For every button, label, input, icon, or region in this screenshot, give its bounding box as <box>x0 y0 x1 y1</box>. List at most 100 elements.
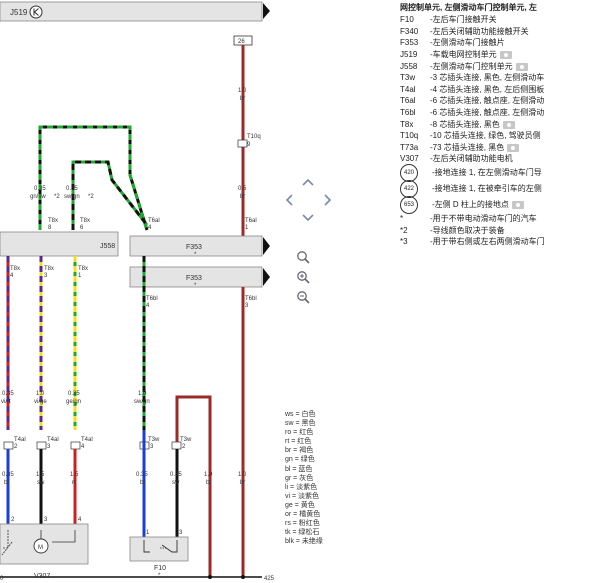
component-desc: -左后关闭辅助功能接触开关 <box>430 26 602 37</box>
component-row[interactable]: V307 -左后关闭辅助功能电机 <box>400 153 602 165</box>
component-row[interactable]: T6al-6 芯插头连接, 触点座, 左侧滑动 <box>400 95 602 107</box>
wire-color-label: bl <box>4 480 9 486</box>
ground-desc-text: -接地连接 1, 在被牵引车的左侧 <box>432 184 542 194</box>
component-row[interactable]: T3w -3 芯插头连接, 黑色, 左侧滑动车 <box>400 72 602 84</box>
connector-label: T6al <box>148 218 160 224</box>
zoom-toolbar <box>296 250 316 310</box>
legend-row: bl = 蓝色 <box>285 465 313 473</box>
right-end-label: 425 <box>264 576 275 582</box>
fuse-label: 26 <box>238 39 245 45</box>
camera-icon[interactable] <box>507 143 520 152</box>
wire-color-label: vi/rt <box>1 399 11 405</box>
note-row: *2-导线颜色取决于装备 <box>400 224 602 236</box>
note-row: *3-用于带右侧或左右两侧滑动车门 <box>400 236 602 248</box>
connector-pin: 3 <box>47 444 51 450</box>
camera-icon[interactable] <box>515 62 528 71</box>
motor-icon: M <box>1 530 76 556</box>
page-right-arrow-icon <box>263 3 270 19</box>
legend-row: or = 橘黄色 <box>285 511 321 519</box>
component-row[interactable]: T8x-8 芯插头连接, 黑色 <box>400 118 602 130</box>
component-code: J519 <box>400 50 418 60</box>
wire-color-label: sw <box>172 480 180 486</box>
component-desc: -3 芯插头连接, 黑色, 左侧滑动车 <box>430 72 602 83</box>
k-circle-icon <box>29 5 43 19</box>
f353-bottom-label: F353 <box>186 275 202 282</box>
camera-icon[interactable] <box>502 120 515 129</box>
connector-pin: 8 <box>48 225 52 231</box>
note-code: * <box>400 214 404 224</box>
camera-icon[interactable] <box>511 201 524 210</box>
pan-right-button[interactable] <box>321 193 335 207</box>
zoom-in-button[interactable] <box>296 270 310 284</box>
component-desc-text: -左侧滑动车门控制单元 <box>430 61 513 71</box>
component-row[interactable]: J558-左侧滑动车门控制单元 <box>400 60 602 72</box>
component-row[interactable]: F10-左后车门接触开关 <box>400 14 602 26</box>
component-row[interactable]: F353-左侧滑动车门接触片 <box>400 37 602 49</box>
component-desc-text: -6 芯插头连接, 触点座, 左侧滑动 <box>430 96 545 106</box>
f10-box <box>129 536 189 562</box>
legend-row: rs = 粉红色 <box>285 520 320 528</box>
pan-left-button[interactable] <box>282 193 296 207</box>
connector-pin: 3 <box>44 517 48 523</box>
wire-size-label: 1.0 <box>138 391 147 397</box>
connector-pin: 3 <box>44 273 48 279</box>
zoom-in-icon <box>297 271 310 284</box>
connector-pin: 2 <box>14 444 18 450</box>
pan-up-button[interactable] <box>301 175 315 189</box>
bottom-left-label: 0 <box>0 576 4 582</box>
black-green-wire <box>71 160 149 230</box>
connector-pin: 1 <box>78 273 82 279</box>
ground-desc: -接地连接 1, 在左侧滑动车门导 <box>432 167 602 178</box>
component-desc: -左后车门接触开关 <box>430 14 602 25</box>
page-right-arrow-icon <box>263 237 270 255</box>
note-row: * -用于不带电动滑动车门的汽车 <box>400 213 602 225</box>
ground-row[interactable]: 420-接地连接 1, 在左侧滑动车门导 <box>400 163 602 182</box>
component-desc: -6 芯插头连接, 触点座, 左侧滑动 <box>430 95 602 106</box>
component-row[interactable]: T10q-10 芯插头连接, 绿色, 驾驶员侧 <box>400 130 602 142</box>
v307-label: V307 <box>34 573 50 580</box>
component-code: T6bl <box>400 108 416 118</box>
ground-row[interactable]: 653-左侧 D 柱上的接地点 <box>400 195 602 214</box>
zoom-reset-button[interactable] <box>296 250 310 264</box>
connector-label: T6al <box>245 218 257 224</box>
connector-pin: 2 <box>182 444 186 450</box>
chevron-left-icon <box>285 194 293 206</box>
note-code: *2 <box>400 225 408 235</box>
component-desc: -10 芯插头连接, 绿色, 驾驶员侧 <box>430 130 602 141</box>
connector-label: T8x <box>78 266 88 272</box>
component-desc-text: -3 芯插头连接, 黑色, 左侧滑动车 <box>430 73 545 83</box>
wire-size-label: 0.5 <box>238 186 247 192</box>
component-row[interactable]: F340-左后关闭辅助功能接触开关 <box>400 26 602 38</box>
component-code: T8x <box>400 119 414 129</box>
component-row[interactable]: T6bl-6 芯插头连接, 触点座, 左侧滑动 <box>400 107 602 119</box>
legend-row: ge = 黄色 <box>285 501 315 509</box>
component-code: T3w <box>400 73 416 83</box>
box-note: * <box>194 283 197 289</box>
wire-color-label: vi/ge <box>34 399 47 405</box>
zoom-out-button[interactable] <box>296 290 310 304</box>
wire-size-label: 1.5 <box>36 472 45 478</box>
component-row[interactable]: T73a-73 芯插头连接, 黑色 <box>400 142 602 154</box>
ground-row[interactable]: 422-接地连接 1, 在被牵引车的左侧 <box>400 179 602 198</box>
legend-row: li = 淡紫色 <box>285 483 318 491</box>
connector-pin: 3 <box>150 444 154 450</box>
note-desc: -用于不带电动滑动车门的汽车 <box>430 214 537 224</box>
component-row[interactable]: J519-车载电网控制单元 <box>400 49 602 61</box>
wire-size-label: 1.5 <box>70 472 79 478</box>
component-code: V307 <box>400 154 419 164</box>
j519-module-box <box>0 1 263 22</box>
wire-color-label: ge/gn <box>66 399 81 405</box>
component-desc-text: -左后关闭辅助功能电机 <box>430 154 513 164</box>
svg-text:M: M <box>38 545 43 551</box>
legend-row: tk = 绿松石 <box>285 529 320 537</box>
ground-desc: -左侧 D 柱上的接地点 <box>432 199 602 210</box>
f10-label: F10 <box>154 565 166 572</box>
chevron-down-icon <box>302 214 314 222</box>
camera-icon[interactable] <box>499 50 512 59</box>
component-row[interactable]: T4al-4 芯插头连接, 黑色, 左后侧围板 <box>400 84 602 96</box>
connector-label: T3w <box>148 437 160 443</box>
legend-row: vi = 淡紫色 <box>285 492 320 500</box>
pan-down-button[interactable] <box>301 211 315 225</box>
box-note: * <box>158 573 161 579</box>
f353-top-label: F353 <box>186 244 202 251</box>
